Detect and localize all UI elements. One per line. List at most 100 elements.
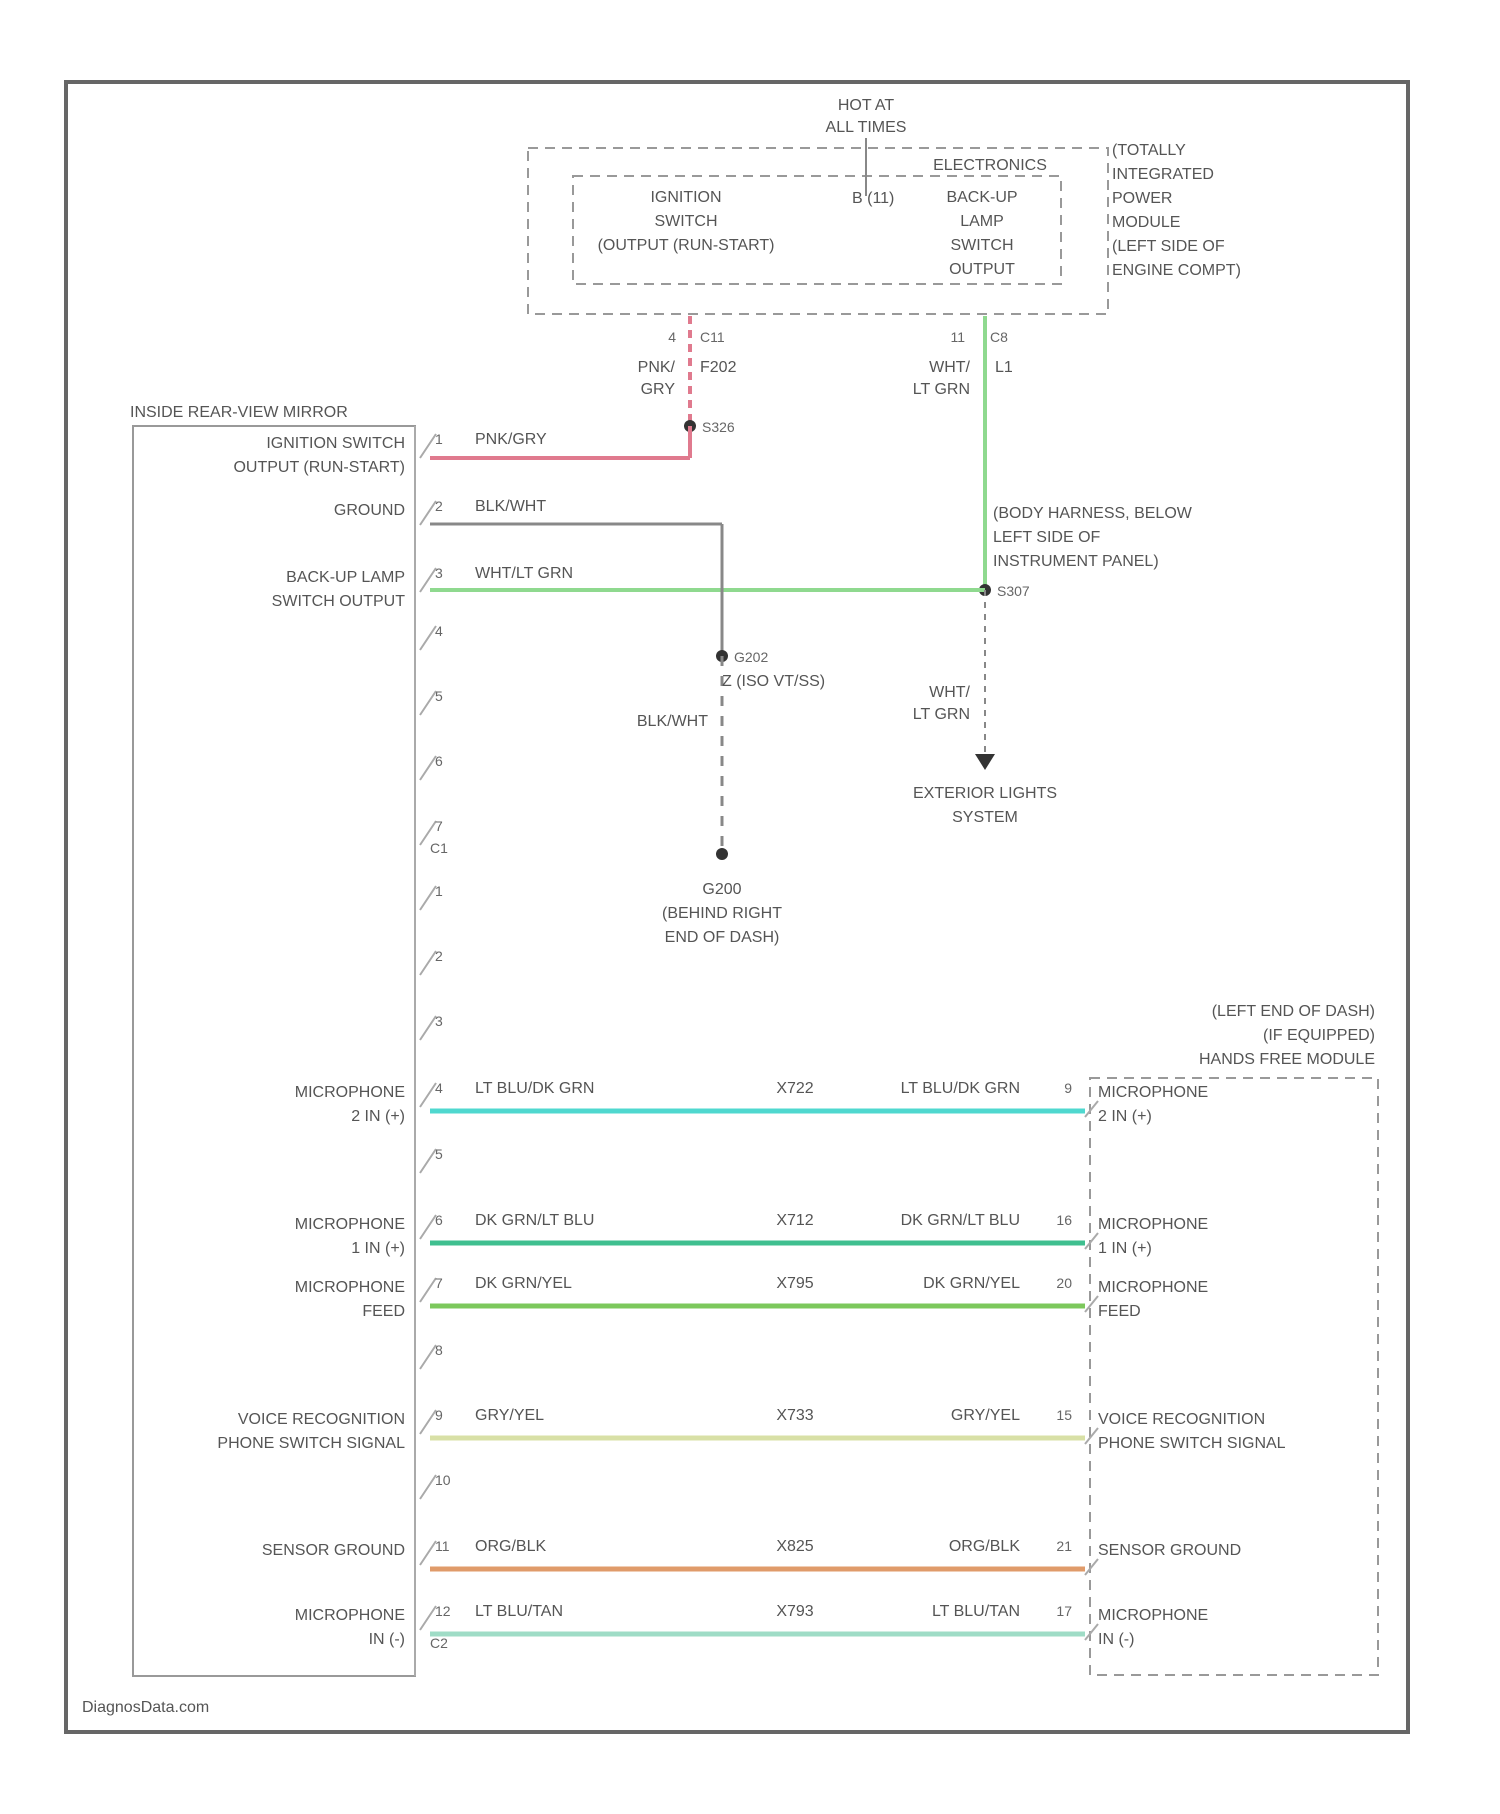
exterior-lights-label: EXTERIOR LIGHTS: [913, 785, 1057, 802]
mirror-pin-label: 1 IN (+): [351, 1240, 405, 1257]
pin-terminal: [420, 1606, 436, 1630]
wire-circuit-label: X795: [776, 1275, 813, 1292]
wire-color-label-right: ORG/BLK: [949, 1538, 1020, 1555]
wire-circuit-label: X825: [776, 1538, 813, 1555]
mirror-pin-number: 12: [435, 1603, 451, 1619]
wire-color-label-left: GRY/YEL: [475, 1407, 544, 1424]
module-pin-terminal: [1085, 1428, 1098, 1444]
module-pin-label: MICROPHONE: [1098, 1279, 1208, 1296]
tipm-label: MODULE: [1112, 214, 1180, 231]
mirror-pin-label: MICROPHONE: [295, 1279, 405, 1296]
mirror-pin-label: PHONE SWITCH SIGNAL: [217, 1435, 405, 1452]
module-pin-terminal: [1085, 1624, 1098, 1640]
backup-output-label: SWITCH: [950, 237, 1013, 254]
mirror-connector-id: C1: [430, 840, 448, 856]
ground-g200-desc: END OF DASH): [665, 929, 780, 946]
module-pin-number: 17: [1056, 1603, 1072, 1619]
pnk-gry-color-label: PNK/: [638, 359, 676, 376]
ground-g200-dot: [716, 848, 728, 860]
mirror-box: [133, 426, 415, 1676]
wht-ltgrn-circuit-label: L1: [995, 359, 1013, 376]
backup-output-label: OUTPUT: [949, 261, 1015, 278]
mirror-pin-number: 7: [435, 818, 443, 834]
ground-wire-color-label: BLK/WHT: [637, 713, 708, 730]
pin-terminal: [420, 501, 436, 525]
pin-terminal: [420, 1475, 436, 1499]
backup-output-label: BACK-UP: [946, 189, 1017, 206]
pin-terminal: [420, 626, 436, 650]
tipm-label: INTEGRATED: [1112, 166, 1214, 183]
tipm-label: (TOTALLY: [1112, 142, 1186, 159]
mirror-pin-number: 11: [435, 1538, 450, 1554]
pin-terminal: [420, 1278, 436, 1302]
tipm-label: (LEFT SIDE OF: [1112, 238, 1225, 255]
hot-at-all-times-label: ALL TIMES: [826, 119, 907, 136]
ignition-output-label: SWITCH: [654, 213, 717, 230]
wire-circuit-label: X733: [776, 1407, 813, 1424]
pin-terminal: [420, 1410, 436, 1434]
wire-circuit-label: X722: [776, 1080, 813, 1097]
wire-color-label-left: ORG/BLK: [475, 1538, 546, 1555]
body-harness-label: INSTRUMENT PANEL): [993, 553, 1159, 570]
wire-color-label-left: LT BLU/TAN: [475, 1603, 563, 1620]
mirror-pin-number: 1: [435, 431, 443, 447]
hands-free-title: HANDS FREE MODULE: [1199, 1051, 1375, 1068]
module-pin-label: 2 IN (+): [1098, 1108, 1152, 1125]
hot-at-all-times-label: HOT AT: [838, 97, 895, 114]
mirror-pin-label: IN (-): [369, 1631, 405, 1648]
mirror-pin-number: 10: [435, 1472, 451, 1488]
backup-output-label: LAMP: [960, 213, 1004, 230]
module-pin-number: 16: [1056, 1212, 1072, 1228]
mirror-pin-wire-color: WHT/LT GRN: [475, 565, 573, 582]
wht-ltgrn-color-label: WHT/: [929, 359, 970, 376]
mirror-pin-number: 1: [435, 883, 443, 899]
module-pin-label: VOICE RECOGNITION: [1098, 1411, 1265, 1428]
tipm-label: ENGINE COMPT): [1112, 262, 1241, 279]
module-pin-label: MICROPHONE: [1098, 1084, 1208, 1101]
wht-ltgrn-color-label: LT GRN: [913, 381, 970, 398]
mirror-pin-label: MICROPHONE: [295, 1607, 405, 1624]
mirror-pin-wire-color: PNK/GRY: [475, 431, 547, 448]
module-pin-number: 21: [1056, 1538, 1072, 1554]
mirror-pin-number: 3: [435, 565, 443, 581]
wire-color-label-left: DK GRN/YEL: [475, 1275, 572, 1292]
mirror-pin-label: VOICE RECOGNITION: [238, 1411, 405, 1428]
mirror-pin-wire-color: BLK/WHT: [475, 498, 546, 515]
tipm-pin-left: 4: [668, 329, 676, 345]
mirror-pin-number: 9: [435, 1407, 443, 1423]
mirror-pin-label: GROUND: [334, 502, 405, 519]
wire-circuit-label: X712: [776, 1212, 813, 1229]
pin-terminal: [420, 1016, 436, 1040]
exterior-arrow: [975, 754, 995, 770]
wire-color-label-right: LT BLU/DK GRN: [901, 1080, 1020, 1097]
mirror-pin-label: MICROPHONE: [295, 1084, 405, 1101]
module-pin-terminal: [1085, 1559, 1098, 1575]
body-harness-label: (BODY HARNESS, BELOW: [993, 505, 1193, 522]
wire-color-label-right: DK GRN/YEL: [923, 1275, 1020, 1292]
module-pin-label: 1 IN (+): [1098, 1240, 1152, 1257]
pnk-gry-circuit-label: F202: [700, 359, 737, 376]
module-pin-number: 15: [1056, 1407, 1072, 1423]
module-pin-label: FEED: [1098, 1303, 1141, 1320]
mirror-pin-label: SENSOR GROUND: [262, 1542, 405, 1559]
module-pin-terminal: [1085, 1101, 1098, 1117]
wire-color-label-right: GRY/YEL: [951, 1407, 1020, 1424]
mirror-title: INSIDE REAR-VIEW MIRROR: [130, 404, 348, 421]
pin-terminal: [420, 434, 436, 458]
ground-circuit-label: Z (ISO VT/SS): [722, 673, 825, 690]
mirror-connector-id: C2: [430, 1635, 448, 1651]
pin-terminal: [420, 951, 436, 975]
hands-free-title: (IF EQUIPPED): [1263, 1027, 1375, 1044]
mirror-pin-label: IGNITION SWITCH: [266, 435, 405, 452]
mirror-pin-number: 5: [435, 688, 443, 704]
wire-color-label-right: DK GRN/LT BLU: [901, 1212, 1020, 1229]
body-harness-label: LEFT SIDE OF: [993, 529, 1101, 546]
mirror-pin-label: SWITCH OUTPUT: [272, 593, 406, 610]
mirror-pin-number: 2: [435, 498, 443, 514]
hands-free-box: [1090, 1078, 1378, 1675]
mirror-pin-number: 7: [435, 1275, 443, 1291]
tipm-conn-right: C8: [990, 329, 1008, 345]
exterior-wire-label: LT GRN: [913, 706, 970, 723]
ground-g200-desc: (BEHIND RIGHT: [662, 905, 782, 922]
pin-terminal: [420, 1345, 436, 1369]
